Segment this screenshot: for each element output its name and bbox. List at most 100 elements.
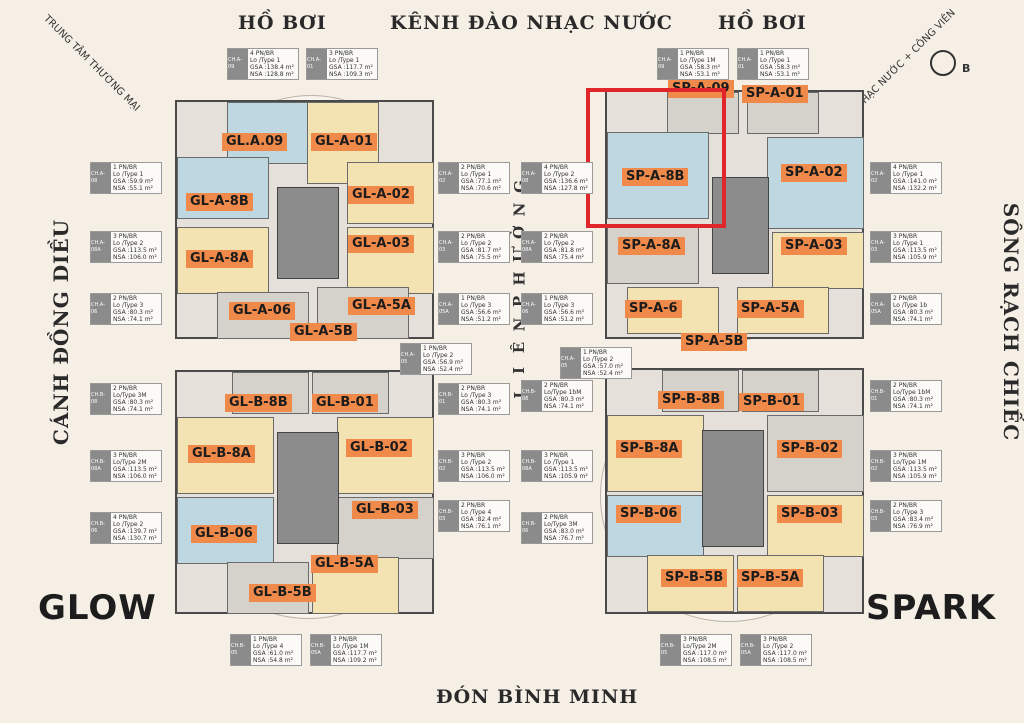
unit-info-line: NSA :106.0 m² [461, 473, 505, 480]
unit-info-line: Lo/Type 3M [113, 392, 147, 399]
unit-info-line: NSA :130.7 m² [113, 535, 157, 542]
unit-info-line: Lo /Type 1M [680, 57, 716, 64]
unit-tag-glb8a[interactable]: GL-B-8A [188, 445, 255, 463]
unit-tag-glb5b[interactable]: GL-B-5B [249, 584, 316, 602]
unit-tag-spb8a[interactable]: SP-B-8A [616, 440, 683, 458]
unit-tag-glb5a[interactable]: GL-B-5A [311, 555, 378, 573]
unit-info-line: NSA :76.7 m² [544, 535, 584, 542]
brand-glow: GLOW [38, 588, 157, 628]
unit-tag-spb03[interactable]: SP-B-03 [777, 505, 843, 523]
unit-info-line: 3 PN/BR [893, 452, 918, 459]
unit-tag-glb8b[interactable]: GL-B-8B [225, 394, 292, 412]
unit-info-line: GSA :113.5 m² [893, 247, 937, 254]
unit-tag-spb02[interactable]: SP-B-02 [777, 440, 843, 458]
unit-tag-spb06[interactable]: SP-B-06 [616, 505, 682, 523]
center-vertical-letter: Ê [510, 341, 529, 354]
unit-info-line: 2 PN/BR [461, 502, 486, 509]
unit-info-line: Lo /Type 1 [893, 171, 924, 178]
unit-info-line: 1 PN/BR [583, 349, 608, 356]
unit-info-line: 3 PN/BR [763, 636, 788, 643]
unit-info-line: 3 PN/BR [461, 452, 486, 459]
unit-info-code: CH.A-09 [228, 49, 248, 79]
unit-info-line: Lo /Type 1 [250, 57, 281, 64]
unit-tag-glb02[interactable]: GL-B-02 [346, 439, 412, 457]
unit-info-line: Lo/Type 1bM [893, 389, 931, 396]
unit-tag-spb5a[interactable]: SP-B-5A [737, 569, 804, 587]
unit-info-line: 3 PN/BR [113, 233, 138, 240]
unit-info-line: NSA :74.1 m² [461, 406, 501, 413]
unit-info-line: Lo /Type 3 [113, 302, 144, 309]
edge-label-canal: KÊNH ĐÀO NHẠC NƯỚC [390, 12, 673, 34]
unit-info-line: 2 PN/BR [544, 382, 569, 389]
unit-tag-spa5b[interactable]: SP-A-5B [681, 333, 748, 351]
unit-info-line: GSA :117.0 m² [683, 650, 727, 657]
unit-tag-spa8b[interactable]: SP-A-8B [622, 168, 689, 186]
unit-info-line: Lo /Type 1 [893, 240, 924, 247]
unit-info-line: GSA :82.4 m² [461, 516, 502, 523]
unit-tag-gla06[interactable]: GL-A-06 [229, 302, 295, 320]
unit-tag-gla5b[interactable]: GL-A-5B [290, 323, 357, 341]
edge-label-pool-right: HỒ BƠI [718, 12, 807, 34]
unit-tag-gla5a[interactable]: GL-A-5A [348, 297, 415, 315]
unit-tag-spb5b[interactable]: SP-B-5B [661, 569, 728, 587]
unit-tag-spb8b[interactable]: SP-B-8B [658, 391, 725, 409]
unit-tag-glb01[interactable]: GL-B-01 [312, 394, 378, 412]
floorplan-spark-a [605, 90, 864, 339]
unit-info-line: Lo /Type 2 [544, 240, 575, 247]
unit-tag-gla02[interactable]: GL-A-02 [348, 186, 414, 204]
unit-tag-gla09[interactable]: GL.A.09 [222, 133, 288, 151]
selected-unit-highlight [586, 88, 726, 228]
unit-info-line: 2 PN/BR [544, 514, 569, 521]
unit-info-code: CH.A-05 [561, 348, 581, 378]
unit-tag-gla03[interactable]: GL-A-03 [348, 235, 414, 253]
unit-info-code: CH.A-08A [91, 232, 111, 262]
unit-info-line: Lo /Type 2 [423, 352, 454, 359]
floorplan-spark-b [605, 368, 864, 614]
unit-info-line: Lo /Type 1M [333, 643, 369, 650]
unit-info-line: GSA :56.9 m² [423, 359, 464, 366]
unit-tag-spa8a[interactable]: SP-A-8A [618, 237, 685, 255]
unit-tag-gla8a[interactable]: GL-A-8A [186, 250, 253, 268]
edge-label-left: CÁNH ĐỒNG DIỀU [49, 218, 74, 446]
unit-tag-glb06[interactable]: GL-B-06 [191, 525, 257, 543]
unit-info-line: Lo /Type 4 [461, 509, 492, 516]
unit-info-line: Lo /Type 2 [113, 240, 144, 247]
unit-info-line: GSA :83.0 m² [544, 528, 585, 535]
unit-tag-gla01[interactable]: GL-A-01 [311, 133, 377, 151]
unit-tag-spb01[interactable]: SP-B-01 [739, 393, 805, 411]
unit-info-line: GSA :58.3 m² [760, 64, 801, 71]
unit-info-line: 4 PN/BR [113, 514, 138, 521]
unit-info-line: NSA :127.8 m² [544, 185, 588, 192]
unit-info-line: NSA :52.4 m² [423, 366, 463, 373]
unit-info-line: 2 PN/BR [893, 295, 918, 302]
unit-info-line: Lo /Type 2 [461, 459, 492, 466]
unit-info-line: NSA :108.5 m² [683, 657, 727, 664]
unit-info-line: NSA :74.1 m² [893, 316, 933, 323]
unit-tag-spa6[interactable]: SP-A-6 [625, 300, 682, 318]
unit-tag-spa01[interactable]: SP-A-01 [742, 85, 808, 103]
unit-info-line: GSA :80.3 m² [113, 399, 154, 406]
unit-info-line: NSA :75.5 m² [461, 254, 501, 261]
unit-info-line: Lo/Type 3M [544, 521, 578, 528]
unit-tag-spa02[interactable]: SP-A-02 [781, 164, 847, 182]
unit-info-line: Lo/Type 2M [683, 643, 717, 650]
unit-info-line: NSA :108.5 m² [763, 657, 807, 664]
unit-tag-spa03[interactable]: SP-A-03 [781, 237, 847, 255]
unit-tag-glb03[interactable]: GL-B-03 [352, 501, 418, 519]
unit-info-line: Lo /Type 1b [893, 302, 928, 309]
unit-info-code: CH.B-08A [522, 451, 542, 481]
unit-tag-gla8b[interactable]: GL-A-8B [186, 193, 253, 211]
unit-tag-spa5a[interactable]: SP-A-5A [737, 300, 804, 318]
unit-info-line: 1 PN/BR [760, 50, 785, 57]
unit-info-line: GSA :113.5 m² [544, 466, 588, 473]
